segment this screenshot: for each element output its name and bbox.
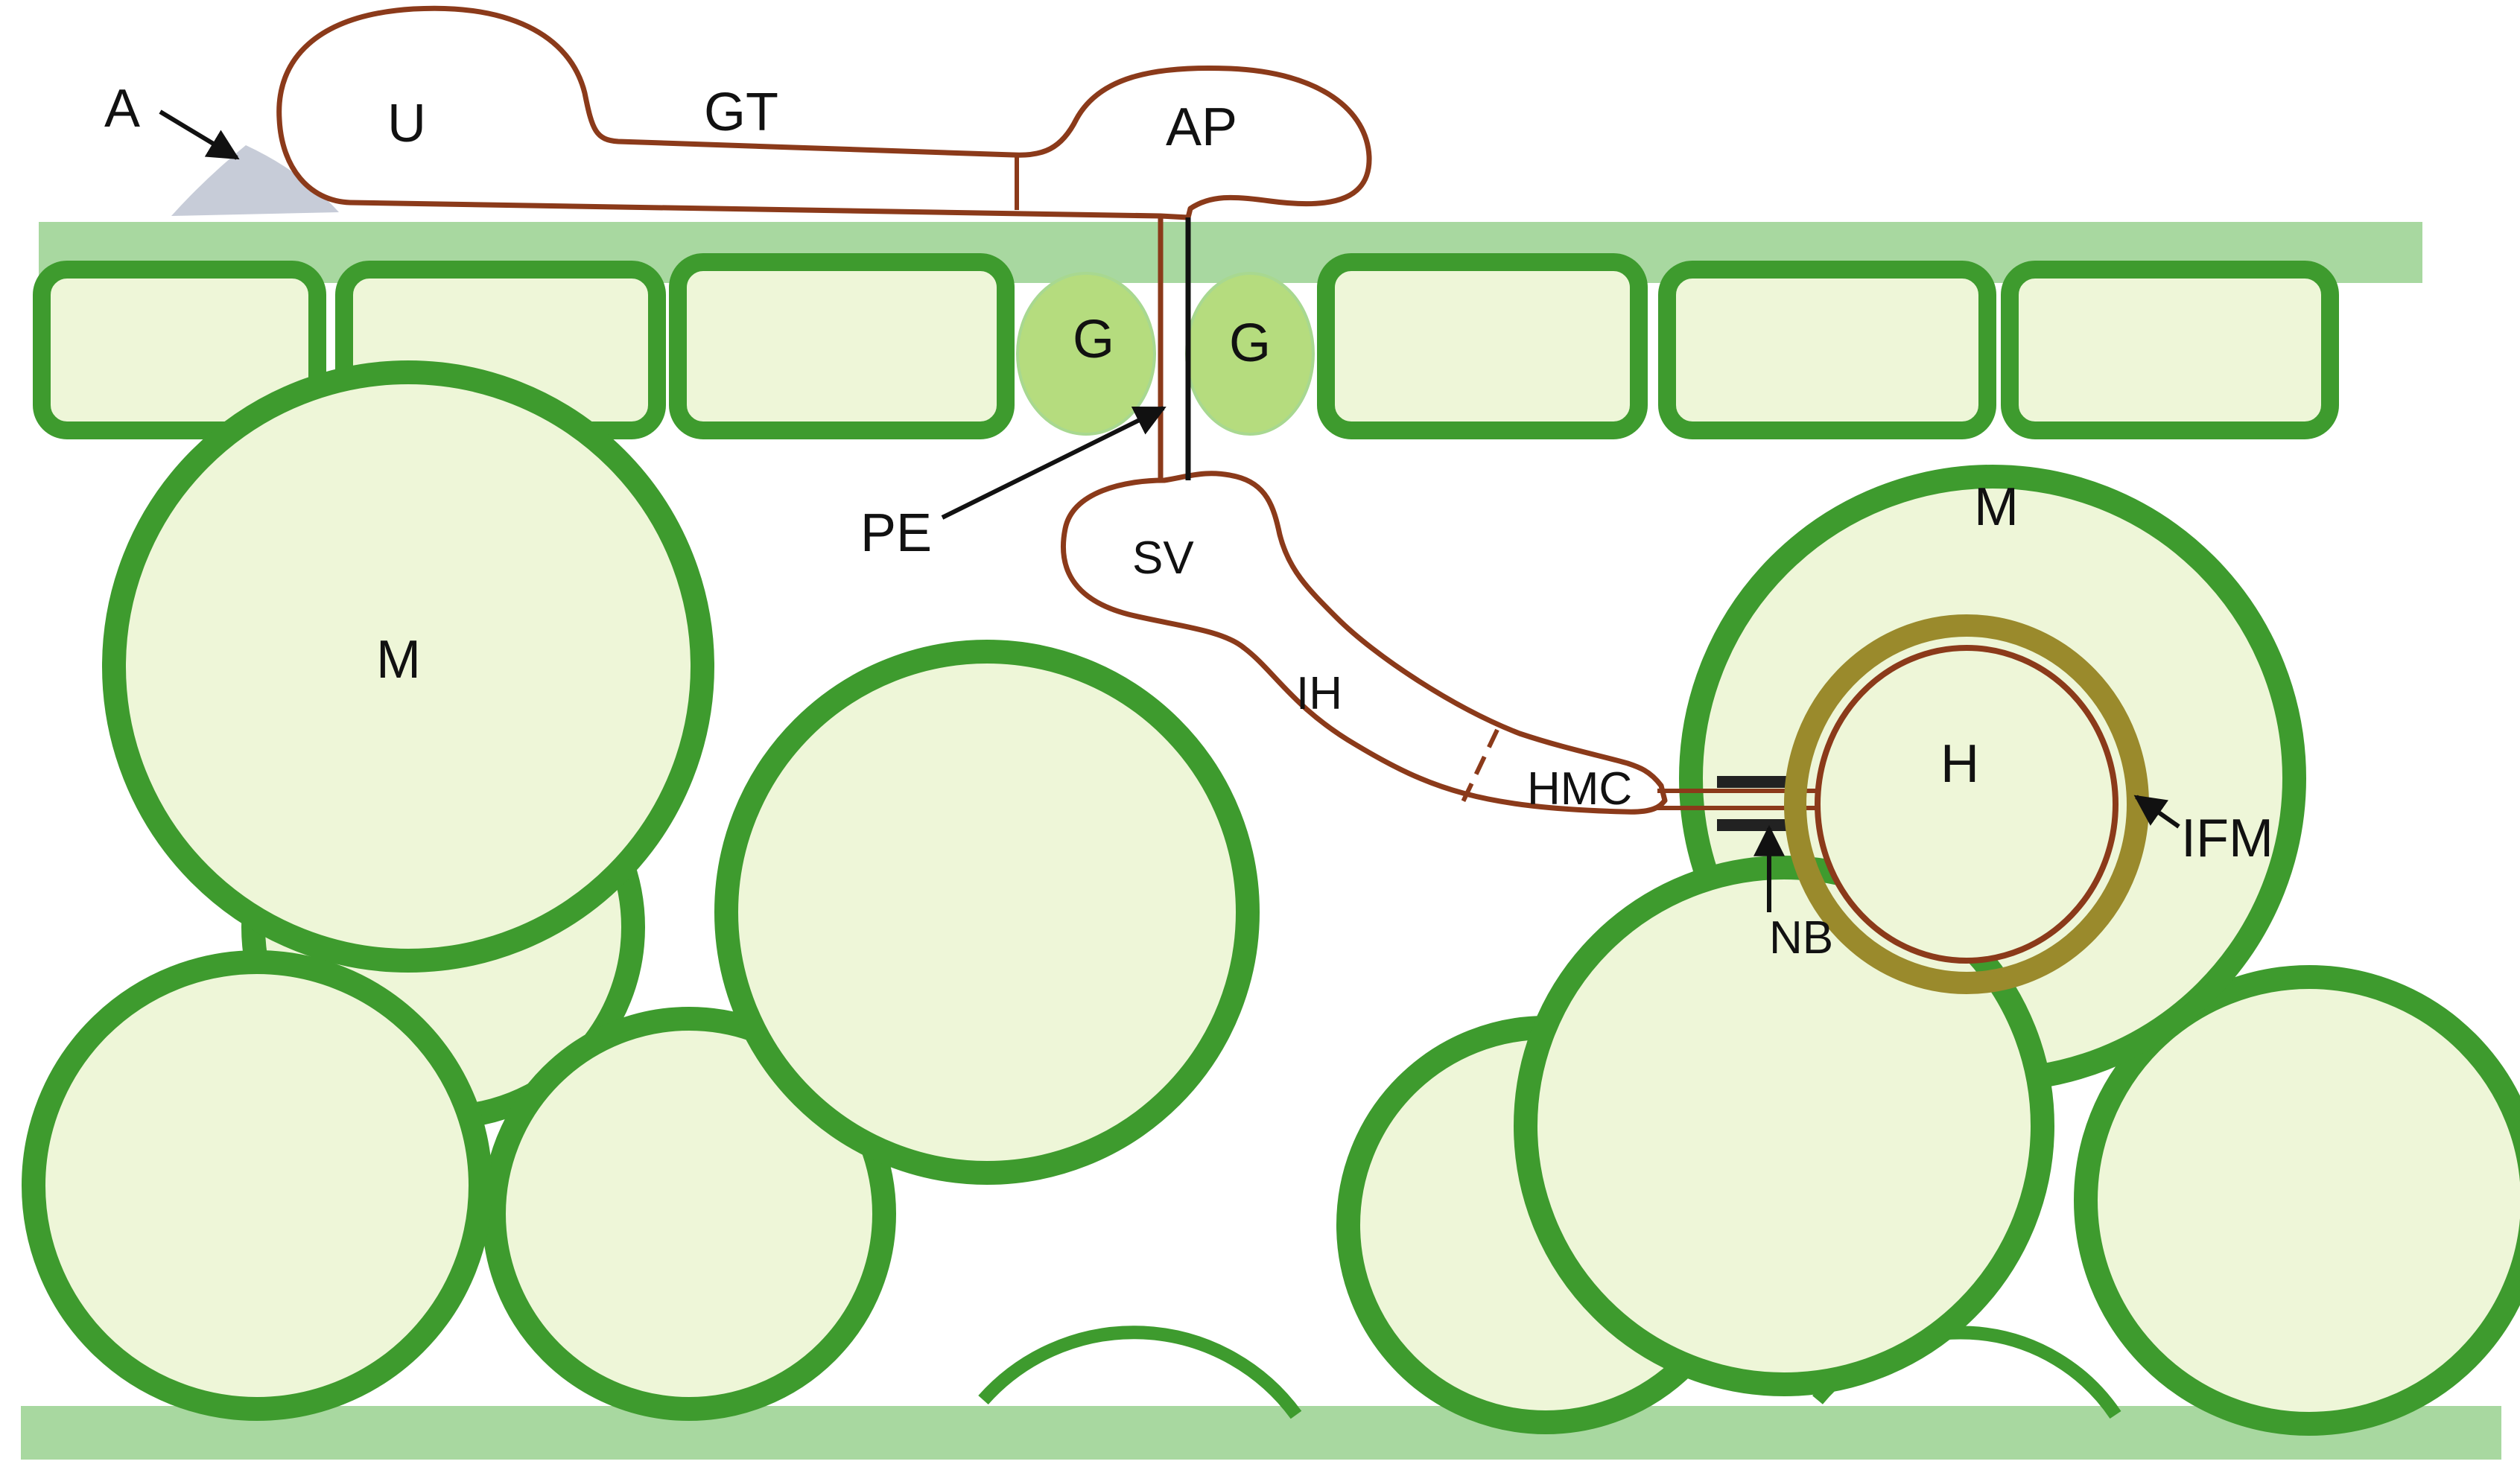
mesophyll-cell [102,360,714,973]
arrow-ifm [2133,795,2180,829]
label-h: H [1940,734,1979,794]
arrow-pe [941,406,1167,520]
neck-band-bottom [1717,819,1791,831]
epidermal-cell [1658,261,1996,439]
epidermal-cell [33,261,326,439]
arrows [159,109,2180,912]
mesophyll-cell [714,640,1260,1185]
epidermis [33,253,2339,439]
hmc-septum [1458,728,1499,809]
partial-cell-arc [978,1326,1302,1419]
label-nb: NB [1769,912,1833,964]
appressorium-a-blob [171,145,339,216]
label-m-right: M [1974,477,2019,537]
epidermal-cell [669,253,1015,439]
label-u: U [387,94,426,153]
label-a: A [104,79,140,139]
mesophyll-cell [2074,965,2520,1436]
mesophyll-cell [1514,856,2054,1396]
substomatal-vesicle-infection-hypha [1061,471,1668,815]
fungal-structures [276,5,1668,815]
label-pe: PE [860,503,932,563]
label-sv: SV [1132,532,1194,584]
arrow-a [159,109,240,160]
lower-cuticle [21,1406,2501,1460]
mesophyll-cell [22,950,492,1421]
guard-cells [1016,272,1315,436]
label-gt: GT [704,83,778,142]
label-ifm: IFM [2181,809,2273,868]
epidermal-cell [2001,261,2339,439]
neck-band-top [1717,776,1791,788]
spore-germtube-appressorium-outline [276,5,1372,220]
label-g-left: G [1073,310,1114,369]
label-g-right: G [1229,314,1271,373]
penetration-peg [1158,216,1191,480]
epidermal-cell [1317,253,1648,439]
fungal-details [1015,156,1840,810]
haustorium-body [1815,645,2118,964]
label-m-left: M [376,630,421,690]
labels: A U GT AP G G PE SV IH HMC NB H M M IFM [104,79,2273,964]
mesophyll-cell [482,1007,896,1421]
label-hmc: HMC [1527,763,1632,815]
label-ih: IH [1296,668,1342,719]
guard-cell-left [1016,272,1156,436]
label-ap: AP [1166,98,1237,157]
